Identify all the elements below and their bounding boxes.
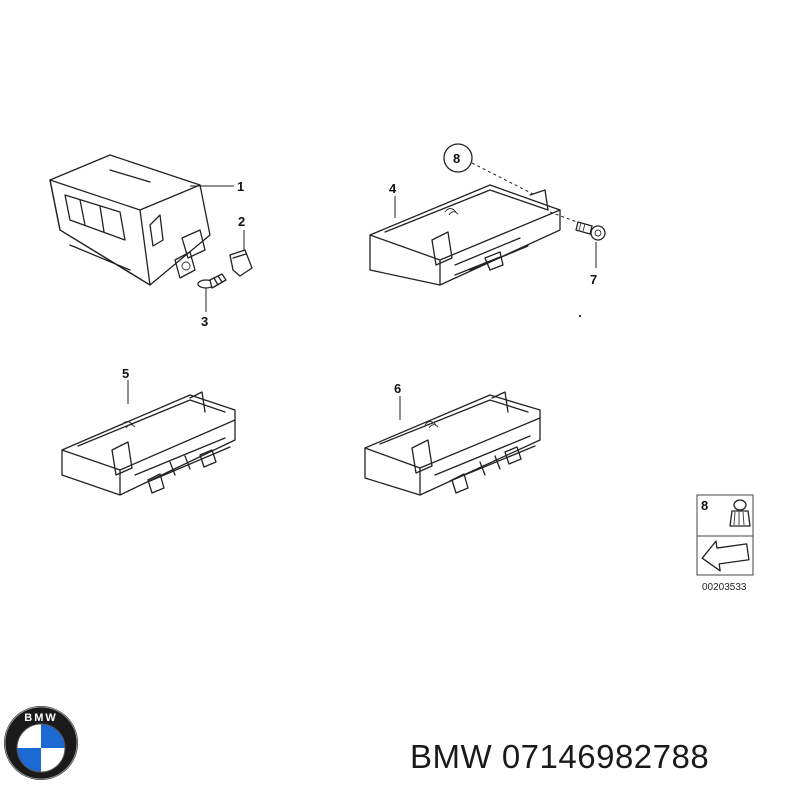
- legend-part-8-icon: [729, 499, 751, 527]
- part-5-carrier: [61, 391, 236, 496]
- callout-6: 6: [394, 381, 401, 396]
- part-2-clip-nut: [229, 249, 253, 277]
- diagram-dot: [578, 314, 582, 318]
- callout-2: 2: [238, 214, 245, 229]
- footer-part-label: BMW 07146982788: [410, 738, 709, 776]
- part-1-bracket: [49, 154, 211, 286]
- part-4-carrier: [369, 184, 561, 286]
- callout-5: 5: [122, 366, 129, 381]
- callout-8-circle: [443, 143, 473, 173]
- part-7-screw: [549, 211, 606, 241]
- legend-arrow-icon: [701, 540, 750, 572]
- part-3-screw: [197, 273, 227, 289]
- bmw-logo-text: BMW: [24, 712, 58, 724]
- callout-8: 8: [453, 151, 460, 166]
- diagram-code: 00203533: [702, 582, 747, 593]
- part-6-carrier: [364, 391, 541, 496]
- callout-7: 7: [590, 272, 597, 287]
- footer-part-number: 07146982788: [501, 738, 710, 775]
- footer-brand: BMW: [410, 738, 493, 775]
- callout-4: 4: [389, 181, 397, 196]
- legend-box: 8: [696, 494, 754, 576]
- callout-1: 1: [237, 179, 244, 194]
- bmw-logo: BMW: [4, 706, 78, 780]
- callout-3: 3: [201, 314, 208, 329]
- legend-callout-8: 8: [701, 498, 708, 513]
